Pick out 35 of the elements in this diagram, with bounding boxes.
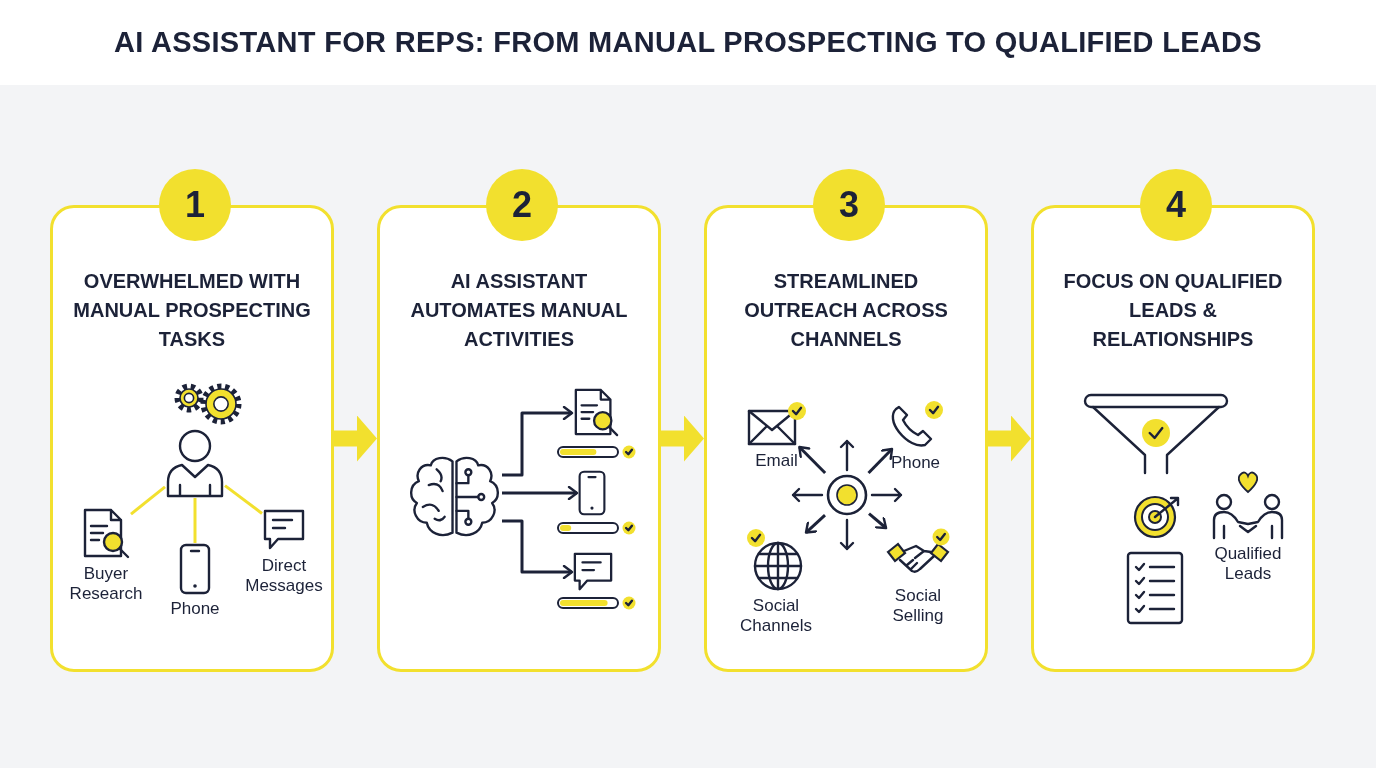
document-search-icon [572,388,620,438]
step-title: FOCUS ON QUALIFIED LEADS & RELATIONSHIPS [1062,269,1284,352]
connector-line [130,485,166,516]
item-label: Phone [890,453,941,473]
item-label: Direct Messages [244,556,324,596]
arrow [868,512,888,530]
step-number-badge: 4 [1140,169,1212,241]
item-label: Phone [170,599,220,619]
item-label: Email [755,451,798,471]
item-label: Qualified Leads [1213,544,1283,584]
connector-line [224,484,263,515]
smartphone-icon [577,470,607,516]
arrow [502,485,579,501]
arrow [867,447,894,475]
item-label: Buyer Research [68,564,144,604]
arrow [502,405,574,477]
step-number-badge: 1 [159,169,231,241]
arrow [798,445,827,475]
step-title: AI ASSISTANT AUTOMATES MANUAL ACTIVITIES [409,269,629,352]
connector-line [193,498,197,543]
item-label: Social Selling [891,586,945,626]
item-label: Social Channels [739,596,813,636]
step-number-badge: 3 [813,169,885,241]
block-arrow [988,415,1031,462]
step-title: STREAMLINED OUTREACH ACROSS CHANNELS [743,269,949,352]
block-arrow [334,415,377,462]
step-number-badge: 2 [486,169,558,241]
arrow [502,519,574,580]
hub-circle [825,473,869,517]
page-title: AI ASSISTANT FOR REPS: FROM MANUAL PROSPECTING TO QUALIFIED LEADS [113,26,1263,59]
block-arrow [661,415,704,462]
step-title: OVERWHELMED WITH MANUAL PROSPECTING TASKS [72,269,312,352]
person-icon [165,428,225,498]
chat-bubble-icon [572,551,614,593]
arrow [804,514,826,534]
